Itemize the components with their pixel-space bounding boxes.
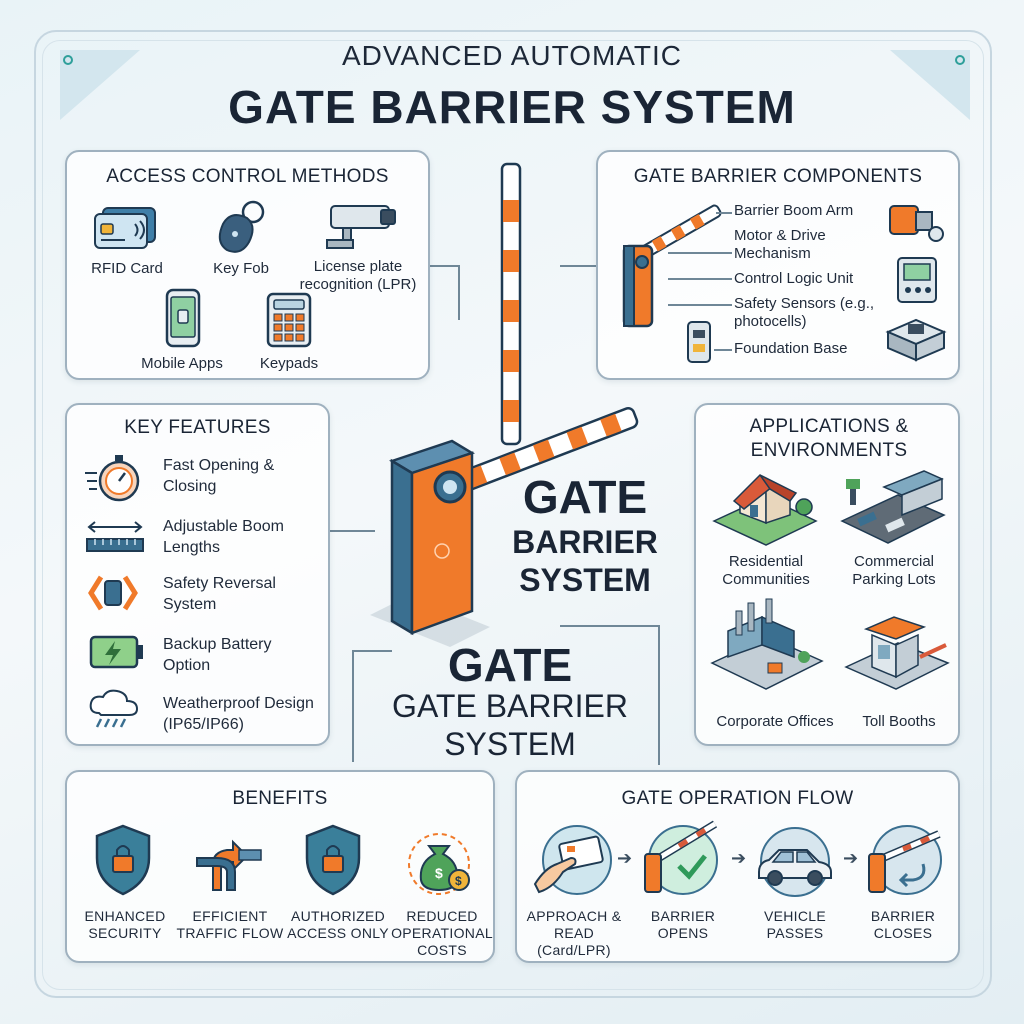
barrier-open-icon: [644, 820, 718, 895]
features-panel: KEY FEATURES Fast Opening & Closing Adju…: [65, 403, 330, 746]
shield-lock-icon: [95, 824, 151, 896]
shield-lock-icon: [305, 824, 361, 896]
outer-frame: [34, 30, 992, 998]
lower-title-line: SYSTEM: [444, 726, 576, 762]
sensor-icon: [687, 321, 711, 363]
connector-line: [458, 265, 460, 320]
component-label: Barrier Boom Arm: [734, 202, 854, 219]
header-subtitle: ADVANCED AUTOMATIC: [341, 40, 683, 71]
application-label: Residential Communities: [722, 553, 810, 588]
connector-line: [430, 265, 460, 267]
benefit-label: REDUCED OPERATIONAL COSTS: [391, 908, 493, 958]
feature-label: Backup Battery Option: [163, 636, 272, 674]
motor-icon: [889, 205, 944, 242]
flow-step-label: BARRIER OPENS: [650, 908, 716, 941]
reversal-icon: [88, 575, 138, 611]
rfid-card-icon: [94, 207, 156, 249]
connector-line: [668, 252, 732, 254]
applications-panel: APPLICATIONS & ENVIRONMENTS Residential …: [694, 403, 960, 746]
gate-barrier-illustration: [370, 407, 639, 647]
component-label: Motor & Drive Mechanism: [734, 227, 826, 262]
lower-title-line: GATE BARRIER: [392, 688, 628, 724]
application-label: Toll Booths: [862, 713, 936, 730]
component-label: Control Logic Unit: [734, 270, 854, 287]
operation-flow-panel: GATE OPERATION FLOW APPROACH & READ (Car…: [515, 770, 960, 963]
panel-title: KEY FEATURES: [124, 417, 271, 438]
center-barrier-word: BARRIER: [512, 524, 658, 560]
money-bag-icon: $ $: [408, 833, 470, 895]
card-hand-icon: [533, 825, 612, 895]
connector-line: [668, 278, 732, 280]
inner-frame: [42, 40, 984, 990]
panel-title: ACCESS CONTROL METHODS: [106, 166, 389, 187]
panel-title: BENEFITS: [232, 788, 328, 809]
barrier-close-icon: [868, 825, 942, 895]
connector-line: [658, 625, 660, 765]
components-panel: GATE BARRIER COMPONENTS Barrier Boom Arm…: [596, 150, 960, 380]
svg-text:$: $: [455, 874, 462, 888]
traffic-arrows-icon: [196, 839, 262, 891]
camera-icon: [326, 205, 396, 249]
panel-title: GATE BARRIER COMPONENTS: [633, 166, 923, 187]
access-item-label: License plate recognition (LPR): [299, 258, 417, 293]
feature-label: Adjustable Boom Lengths: [163, 518, 284, 556]
access-control-panel: ACCESS CONTROL METHODS RFID Card Key Fob…: [65, 150, 430, 380]
flow-arrow-icon: ➔: [617, 848, 633, 868]
center-system-word: SYSTEM: [519, 562, 651, 598]
benefit-label: AUTHORIZED ACCESS ONLY: [287, 908, 389, 941]
lower-gate-word: GATE: [447, 639, 573, 691]
flow-arrow-icon: ➔: [731, 848, 747, 868]
svg-text:$: $: [435, 865, 443, 881]
access-item-label: RFID Card: [91, 260, 163, 277]
flow-step-label: BARRIER CLOSES: [870, 908, 936, 941]
connector-line: [668, 304, 732, 306]
house-icon: [712, 473, 818, 546]
flow-step-label: APPROACH & READ (Card/LPR): [526, 908, 622, 958]
access-item-label: Keypads: [259, 355, 319, 372]
connector-line: [560, 625, 660, 627]
flow-arrow-icon: ➔: [843, 848, 859, 868]
component-label: Safety Sensors (e.g., photocells): [734, 295, 875, 330]
feature-label: Fast Opening & Closing: [163, 457, 275, 495]
connector-line: [352, 650, 354, 762]
feature-label: Safety Reversal System: [163, 575, 276, 613]
center-gate-word: GATE: [522, 471, 648, 523]
key-fob-icon: [218, 200, 265, 253]
component-label: Foundation Base: [734, 340, 848, 357]
stopwatch-icon: [85, 455, 140, 502]
keypad-icon: [266, 292, 312, 348]
application-label: Commercial Parking Lots: [852, 553, 936, 588]
boom-arm-icon: [622, 204, 722, 328]
battery-icon: [89, 635, 143, 669]
control-unit-icon: [897, 257, 937, 303]
connector-line: [352, 650, 392, 652]
vertical-boom-illustration: [500, 162, 522, 446]
application-label: Corporate Offices: [716, 713, 834, 730]
benefit-label: ENHANCED SECURITY: [84, 908, 166, 941]
car-icon: [758, 827, 832, 897]
connector-line: [330, 530, 375, 532]
benefits-panel: BENEFITS ENHANCED SECURITY EFFICIENT TRA…: [65, 770, 495, 963]
mobile-phone-icon: [165, 288, 201, 348]
access-item-label: Key Fob: [213, 260, 269, 277]
parking-lot-icon: [840, 470, 946, 544]
panel-title: APPLICATIONS & ENVIRONMENTS: [749, 416, 909, 461]
header-title: GATE BARRIER SYSTEM: [228, 81, 796, 133]
connector-line: [716, 212, 732, 214]
access-item-label: Mobile Apps: [141, 355, 223, 372]
foundation-icon: [885, 318, 947, 362]
flow-step-label: VEHICLE PASSES: [763, 908, 826, 941]
feature-label: Weatherproof Design (IP65/IP66): [163, 695, 314, 733]
ruler-icon: [86, 521, 144, 552]
factory-icon: [710, 598, 824, 690]
corner-decoration-left: [60, 50, 140, 120]
toll-booth-icon: [844, 616, 950, 690]
connector-line: [560, 265, 596, 267]
connector-line: [714, 349, 732, 351]
rain-cloud-icon: [89, 689, 139, 728]
corner-decoration-right: [890, 50, 970, 120]
benefit-label: EFFICIENT TRAFFIC FLOW: [176, 908, 284, 941]
panel-title: GATE OPERATION FLOW: [621, 788, 854, 809]
